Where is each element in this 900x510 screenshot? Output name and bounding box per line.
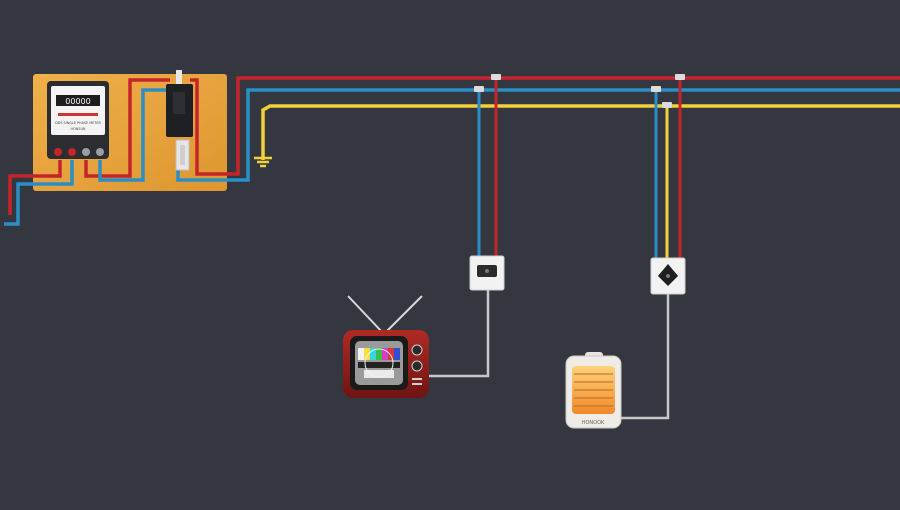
heater-live-junction — [675, 74, 685, 80]
meter-display — [56, 95, 100, 106]
electric-heater-icon: HONOOK — [565, 352, 622, 429]
earth-bus-wire — [261, 104, 900, 160]
meter-terminal-live-out — [68, 148, 76, 156]
breaker-fuse — [180, 145, 185, 165]
supply-neutral-wire — [4, 160, 74, 226]
tv-socket-pin — [485, 269, 489, 273]
neutral-bus-wire — [98, 88, 900, 182]
tv-test-pattern — [355, 341, 403, 385]
meter-brand: HONSUN — [71, 127, 86, 131]
tv-knob-top — [411, 344, 423, 356]
live-bus-wire — [84, 76, 900, 178]
heater-brand: HONOOK — [582, 420, 605, 426]
tv-knob-bottom — [411, 360, 423, 372]
tv-neutral-junction — [474, 86, 484, 92]
breaker-switch[interactable] — [173, 92, 185, 114]
breaker-top-terminal — [176, 70, 182, 86]
earth-ground-icon — [254, 152, 272, 168]
heater-socket-pin — [666, 274, 670, 278]
branch-tv-socket — [474, 74, 501, 258]
television-icon — [343, 295, 429, 398]
heater-neutral-junction — [651, 86, 661, 92]
supply-live-wire — [8, 160, 62, 215]
meter-terminal-live-in — [54, 148, 62, 156]
tv-speaker-line — [412, 383, 422, 385]
tv-speaker-line — [412, 378, 422, 380]
heater-earth-junction — [662, 102, 672, 108]
tv-antenna-right — [385, 295, 423, 333]
heater-power-cord — [620, 292, 670, 420]
meter-reading: 00000 — [65, 97, 90, 106]
tv-live-junction — [491, 74, 501, 80]
branch-heater-socket — [651, 74, 685, 260]
meter-terminal-neutral-in — [82, 148, 90, 156]
two-pin-socket-icon[interactable] — [469, 255, 505, 291]
meter-terminal-neutral-out — [96, 148, 104, 156]
supply-feed — [4, 160, 74, 226]
three-pin-socket-icon[interactable] — [650, 257, 686, 295]
bus-wires — [84, 76, 900, 182]
circuit-breaker-icon — [166, 70, 193, 171]
tv-power-cord — [428, 282, 490, 378]
meter-caption: DDS SINGLE PHASE METER — [55, 121, 101, 125]
electric-meter-icon: 00000 DDS SINGLE PHASE METER HONSUN — [47, 81, 109, 159]
tv-antenna-left — [347, 295, 383, 333]
heater-grille — [574, 373, 613, 407]
meter-indicator — [58, 113, 98, 116]
